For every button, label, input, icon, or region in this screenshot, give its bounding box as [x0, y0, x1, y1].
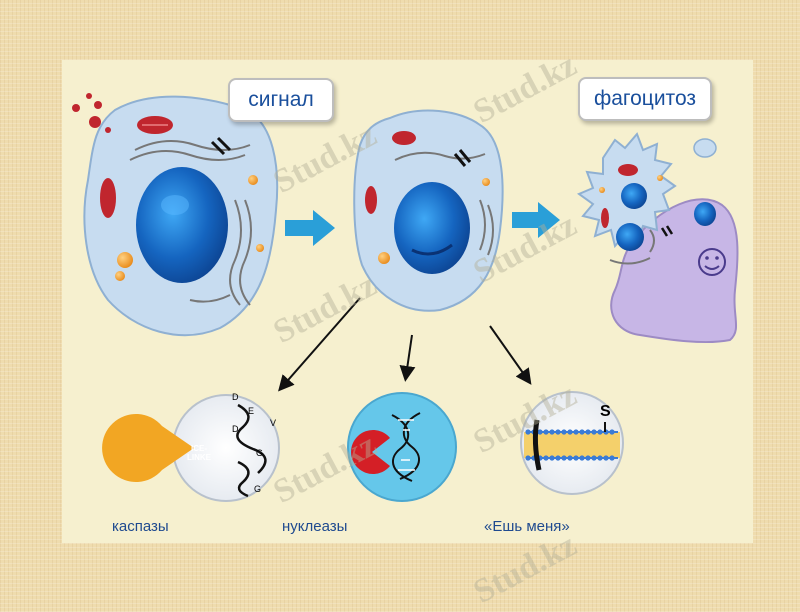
caption-caspases: каспазы [112, 518, 169, 535]
membrane-protein [532, 419, 542, 471]
lipid-bilayer [524, 432, 620, 458]
lipid-head [561, 455, 567, 461]
nucleus [394, 182, 470, 274]
lipid-head [543, 455, 549, 461]
signal-label-text: сигнал [248, 88, 314, 111]
bleb [693, 138, 717, 158]
smiley-icon [698, 248, 726, 276]
residue-g2: G [254, 484, 262, 494]
lipid-head [549, 429, 555, 435]
shrinking-cell [353, 109, 504, 312]
healthy-cell [83, 95, 279, 337]
lipid-head [597, 455, 603, 461]
phagocytosis-label-text: фагоцитоз [593, 87, 697, 110]
lipid-head [579, 455, 585, 461]
lipid-head [585, 429, 591, 435]
caspases-circle [102, 394, 280, 502]
lipid-head [525, 455, 531, 461]
caspase-enzyme-label: ICE- LINKE [187, 444, 211, 462]
lipid-head [555, 429, 561, 435]
lipid-head [537, 429, 543, 435]
lipid-head [567, 429, 573, 435]
lipid-head [567, 455, 573, 461]
apoptotic-body [576, 132, 677, 265]
lipid-head [585, 455, 591, 461]
caption-eat-me: «Ешь меня» [484, 518, 570, 535]
arrow-to-nucleases [399, 334, 416, 382]
signal-label: сигнал [228, 78, 334, 122]
lipid-head [561, 429, 567, 435]
residue-d1: D [232, 392, 239, 402]
arrow-to-eat-me [489, 325, 532, 385]
phagocytosis-label: фагоцитоз [578, 77, 712, 121]
lipid-head [555, 455, 561, 461]
lipid-head [525, 429, 531, 435]
lipid-head [543, 429, 549, 435]
arrow-to-caspases [278, 297, 361, 392]
lipid-head [579, 429, 585, 435]
residue-v: V [270, 418, 277, 428]
residue-e: E [248, 406, 255, 416]
membrane-letter: S [600, 403, 611, 420]
nuclease-enzyme [351, 430, 390, 475]
mitochondrion [100, 178, 116, 218]
lipid-head [549, 455, 555, 461]
lipid-head [591, 429, 597, 435]
arrow-right-1 [285, 210, 335, 246]
lipid-head [609, 455, 615, 461]
lipid-head [609, 429, 615, 435]
signal-molecules [72, 93, 111, 133]
residue-d2: D [232, 424, 239, 434]
arrow-right-2 [512, 202, 560, 238]
lipid-head [597, 429, 603, 435]
nucleases-circle [347, 392, 457, 502]
caption-nucleases: нуклеазы [282, 518, 348, 535]
nucleus [136, 167, 228, 283]
residue-g1: G [256, 448, 264, 458]
caspase-enzyme [102, 413, 194, 482]
lipid-head [603, 455, 609, 461]
lipid-head [573, 455, 579, 461]
lipid-head [591, 455, 597, 461]
eat-me-circle [520, 391, 624, 495]
lipid-head [573, 429, 579, 435]
